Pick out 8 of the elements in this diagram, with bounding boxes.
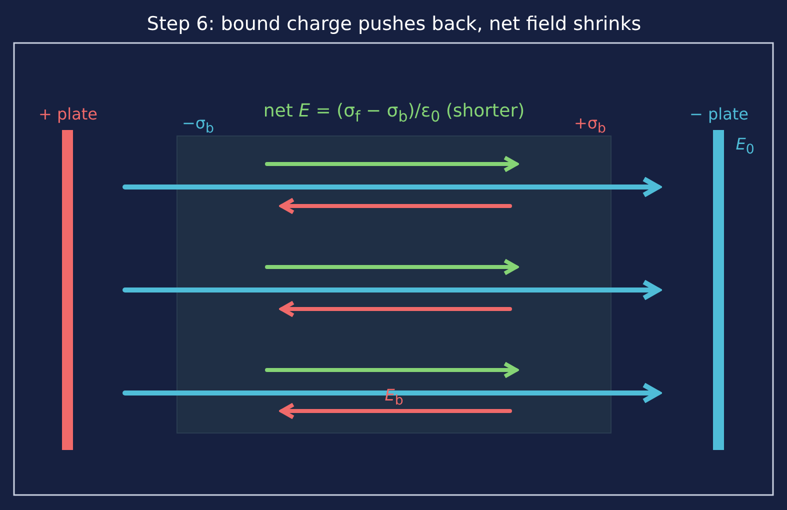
field-label: E$_{b}$ [384,385,404,409]
equation-label: net E = (σ$_{f}$ − σ$_{b}$)/ε$_{0}$ (shorter) [263,100,525,126]
title: Step 6: bound charge pushes back, net field shrinks [146,13,642,35]
charge-label: −σ$_{b}$ [182,113,214,137]
field-label: E$_{0}$ [736,134,754,158]
charge-label: +σ$_{b}$ [574,113,606,137]
plate-label: − plate [690,104,748,124]
plate-label: + plate [38,104,98,124]
